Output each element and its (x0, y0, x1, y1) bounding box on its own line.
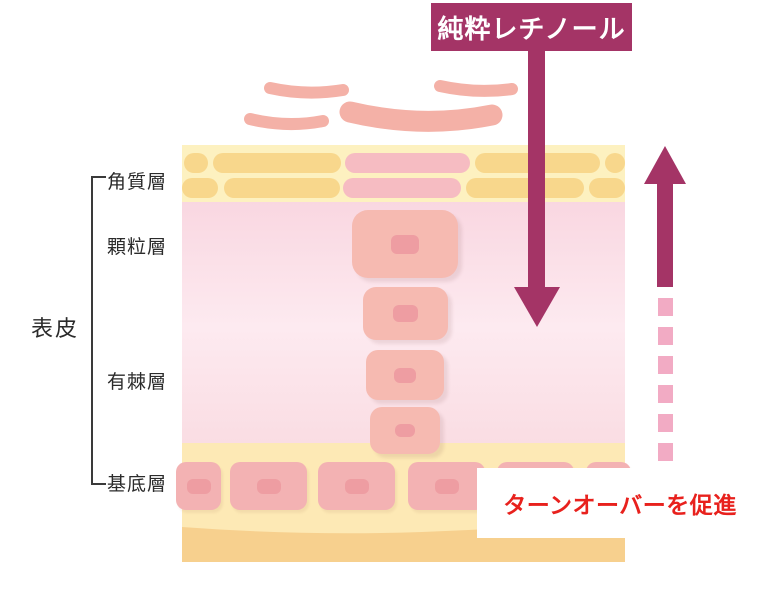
cell-nucleus (434, 478, 459, 494)
flake-icon (244, 113, 329, 131)
corneocyte (224, 178, 340, 198)
basal-cell (176, 462, 221, 510)
stratum-corneum-band (182, 145, 625, 202)
retinol-title-label: 純粋レチノール (437, 13, 626, 44)
penetration-arrow-down-head-icon (514, 287, 560, 327)
cell-nucleus (186, 478, 211, 494)
arrow-dash-icon (658, 385, 673, 403)
flake-icon (434, 80, 518, 97)
cell-nucleus (393, 305, 418, 322)
label-epidermis: 表皮 (31, 316, 80, 341)
label-stratum-corneum: 角質層 (107, 172, 168, 193)
cell-nucleus (344, 478, 369, 494)
epidermis-bracket (91, 176, 106, 485)
keratinocyte-cell (366, 350, 444, 400)
keratinocyte-cell (370, 407, 440, 454)
label-granular-layer: 顆粒層 (107, 237, 168, 258)
turnover-arrow-up-head-icon (644, 146, 686, 184)
cell-nucleus (395, 424, 415, 437)
flake-icon (339, 101, 503, 132)
corneocyte (182, 178, 218, 198)
arrow-dash-icon (658, 298, 673, 316)
cell-nucleus (391, 234, 419, 254)
label-spinous-layer: 有棘層 (107, 372, 168, 393)
turnover-caption-box: ターンオーバーを促進 (477, 468, 763, 538)
basal-cell (318, 462, 395, 510)
turnover-caption-label: ターンオーバーを促進 (503, 492, 737, 518)
corneocyte (466, 178, 584, 198)
corneocyte (605, 153, 625, 173)
cell-nucleus (394, 367, 416, 383)
corneocyte (589, 178, 625, 198)
basal-cell (408, 462, 485, 510)
flake-icon (264, 82, 349, 99)
corneocyte-new (343, 178, 461, 198)
arrow-dash-icon (658, 356, 673, 374)
arrow-dash-icon (658, 414, 673, 432)
corneocyte (213, 153, 341, 173)
cell-nucleus (256, 478, 281, 494)
arrow-dash-icon (658, 443, 673, 461)
corneocyte (184, 153, 208, 173)
penetration-arrow-down-icon (528, 46, 545, 288)
keratinocyte-cell (363, 287, 448, 340)
corneocyte-new (345, 153, 470, 173)
basal-cell (230, 462, 307, 510)
arrow-dash-icon (658, 327, 673, 345)
retinol-title-box: 純粋レチノール (431, 3, 632, 51)
keratinocyte-cell (352, 210, 458, 278)
turnover-arrow-up-icon (657, 182, 673, 287)
label-basal-layer: 基底層 (107, 474, 168, 495)
